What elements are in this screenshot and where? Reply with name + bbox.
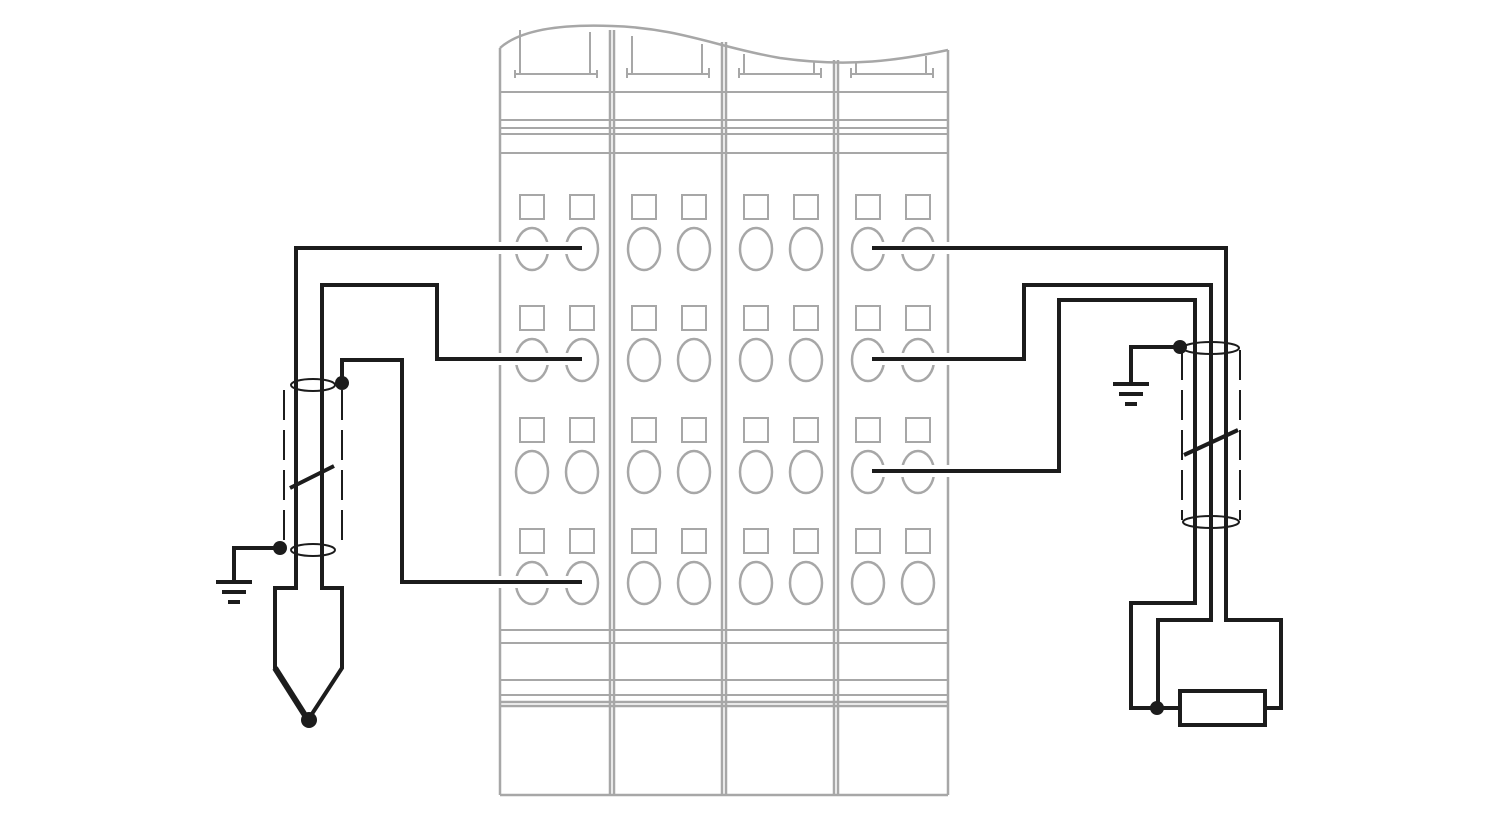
terminal-wire-entry <box>676 226 712 272</box>
right-cable-shield <box>1173 340 1241 529</box>
terminal-wire-entry <box>738 449 774 495</box>
terminal-push-button <box>905 417 931 443</box>
terminal-push-button <box>743 194 769 220</box>
terminal-push-button <box>905 194 931 220</box>
top-bands <box>500 91 948 154</box>
terminal-push-button <box>631 194 657 220</box>
terminal-push-button <box>793 305 819 331</box>
terminal-push-button <box>681 417 707 443</box>
terminal-block-top-edge <box>499 24 949 64</box>
left-wire-2 <box>320 283 582 590</box>
terminal-push-button <box>681 305 707 331</box>
terminal-push-button <box>519 305 545 331</box>
terminal-wire-entry <box>626 560 662 606</box>
ground-icon <box>1113 345 1180 406</box>
terminal-push-button <box>631 528 657 554</box>
terminal-wire-entry <box>514 449 550 495</box>
terminal-wire-entry <box>900 560 936 606</box>
terminal-push-button <box>793 528 819 554</box>
terminal-wire-entry <box>738 226 774 272</box>
terminal-push-button <box>905 305 931 331</box>
terminal-push-button <box>743 305 769 331</box>
terminal-wire-entry <box>626 449 662 495</box>
terminal-push-button <box>855 305 881 331</box>
bottom-bands <box>500 629 948 708</box>
left-sensor-wiring <box>216 242 582 728</box>
terminal-push-button <box>569 528 595 554</box>
terminal-push-button <box>631 305 657 331</box>
terminal-push-button <box>681 194 707 220</box>
terminal-block <box>498 24 950 797</box>
right-wire-2 <box>872 283 1213 708</box>
ground-icon <box>216 546 280 604</box>
terminal-push-button <box>519 528 545 554</box>
terminal-push-button <box>743 528 769 554</box>
terminal-push-button <box>569 305 595 331</box>
terminal-wire-entry <box>850 560 886 606</box>
terminal-wire-entry <box>788 337 824 383</box>
terminal-wire-entry <box>676 560 712 606</box>
left-wire-1 <box>294 246 582 590</box>
terminal-push-button <box>569 194 595 220</box>
terminal-wire-entry <box>738 337 774 383</box>
terminal-wire-entry <box>626 226 662 272</box>
terminal-push-button <box>519 194 545 220</box>
terminal-wire-entry <box>788 449 824 495</box>
terminal-push-button <box>743 417 769 443</box>
terminal-push-button <box>855 417 881 443</box>
terminal-push-button <box>793 194 819 220</box>
terminal-push-button <box>681 528 707 554</box>
terminal-push-button <box>569 417 595 443</box>
terminal-wire-entry <box>626 337 662 383</box>
right-sensor-wiring <box>872 242 1283 727</box>
terminal-wire-entry <box>788 560 824 606</box>
terminal-push-button <box>631 417 657 443</box>
right-wire-1 <box>872 246 1283 710</box>
left-cable-shield <box>273 376 349 557</box>
terminal-wire-entry <box>676 449 712 495</box>
lever-brackets <box>514 30 934 78</box>
module-separators <box>608 30 840 795</box>
terminal-push-button <box>905 528 931 554</box>
left-wire-3 <box>340 358 582 584</box>
resistor-icon <box>1150 689 1267 727</box>
terminal-wire-entry <box>738 560 774 606</box>
terminal-push-button <box>855 528 881 554</box>
terminal-push-button <box>519 417 545 443</box>
terminal-wire-entry <box>564 449 600 495</box>
terminal-wire-entry <box>676 337 712 383</box>
terminal-wire-entry <box>788 226 824 272</box>
terminal-push-button <box>793 417 819 443</box>
terminal-push-button <box>855 194 881 220</box>
thermocouple-icon <box>272 586 344 728</box>
